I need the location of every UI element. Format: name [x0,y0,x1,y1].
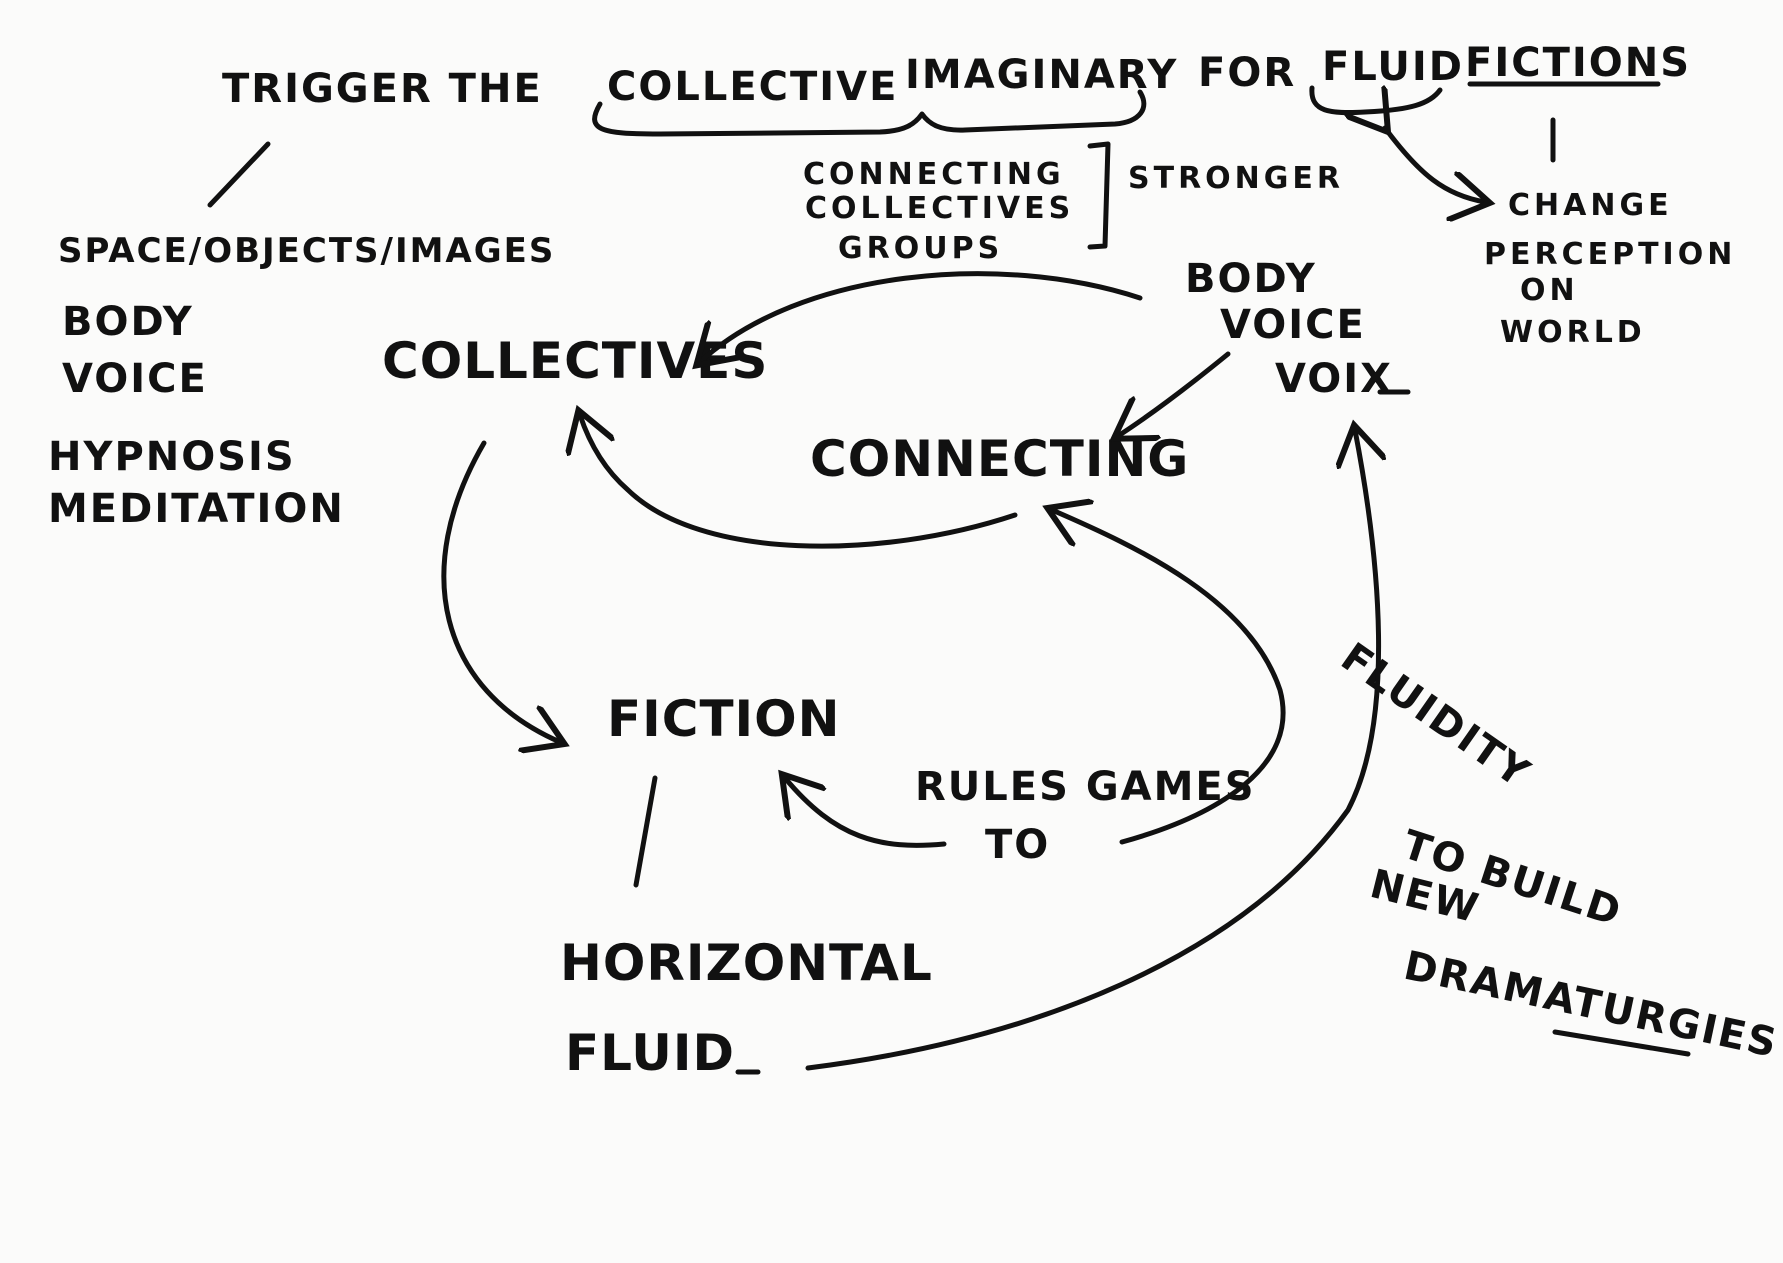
note-connecting: CONNECTING [803,157,1065,192]
note-stronger: STRONGER [1128,161,1344,196]
left-item-meditation: MEDITATION [48,486,345,532]
change-line-3: ON [1520,273,1579,308]
left-item-space: SPACE/OBJECTS/IMAGES [58,231,555,271]
arrow-fluid-change [1385,128,1485,202]
arrow-connecting-to-collectives [580,415,1018,549]
fluidity-underline [1552,1029,1691,1057]
bv-body: BODY [1185,256,1317,302]
arrow-rules-to-fiction [785,778,947,848]
left-item-hypnosis: HYPNOSIS [48,434,296,480]
arrow-fluid-to-voix [805,430,1379,1071]
node-collectives: COLLECTIVES [382,332,768,390]
arrow-voice-to-connecting [1118,351,1231,436]
node-rules-line1: RULES GAMES [915,764,1256,810]
node-rules-line2: TO [985,822,1050,868]
horizontal-label: HORIZONTAL [560,934,933,992]
change-line-1: CHANGE [1508,188,1673,223]
title-fluid: FLUID [1322,44,1464,90]
fluid-label: FLUID [565,1024,735,1082]
note-collectives: COLLECTIVES [805,191,1074,226]
title-trigger: TRIGGER THE [222,66,543,112]
arrow-rules-to-connecting [1052,510,1286,845]
bv-voix: VOIX [1275,356,1393,402]
arrow-collectives-to-fiction [441,440,560,742]
change-line-2: PERCEPTION [1484,237,1736,272]
node-fiction: FICTION [607,690,841,748]
title-fictions: FICTIONS [1465,40,1691,86]
arrow-body-to-collectives [700,271,1143,362]
body-voice: BODY VOICE VOIX [1185,256,1411,402]
link-trigger-list [207,141,271,208]
note-groups: GROUPS [838,231,1003,266]
left-item-body: BODY [62,299,194,345]
link-fiction-horizontal [633,775,658,888]
change-line-4: WORLD [1500,315,1646,350]
brace-collective-imaginary [592,89,1147,137]
change-note: CHANGE PERCEPTION ON WORLD [1484,188,1736,350]
underline-fluid [1309,85,1443,116]
fluidity-line-4: DRAMATURGIES [1400,943,1782,1067]
title-for: FOR [1198,50,1296,96]
node-connecting: CONNECTING [810,430,1189,488]
title-collective: COLLECTIVE [607,64,898,110]
title: TRIGGER THE COLLECTIVE IMAGINARY FOR FLU… [222,40,1691,112]
left-list: SPACE/OBJECTS/IMAGES BODY VOICE HYPNOSIS… [48,231,555,532]
connecting-note: CONNECTING COLLECTIVES GROUPS STRONGER [803,141,1344,266]
note-bracket [1087,141,1111,250]
bv-voice: VOICE [1220,302,1366,348]
title-imaginary: IMAGINARY [905,52,1178,98]
fluidity-note-rest: TO BUILD NEW DRAMATURGIES [1366,822,1783,1067]
left-item-voice: VOICE [62,356,208,402]
